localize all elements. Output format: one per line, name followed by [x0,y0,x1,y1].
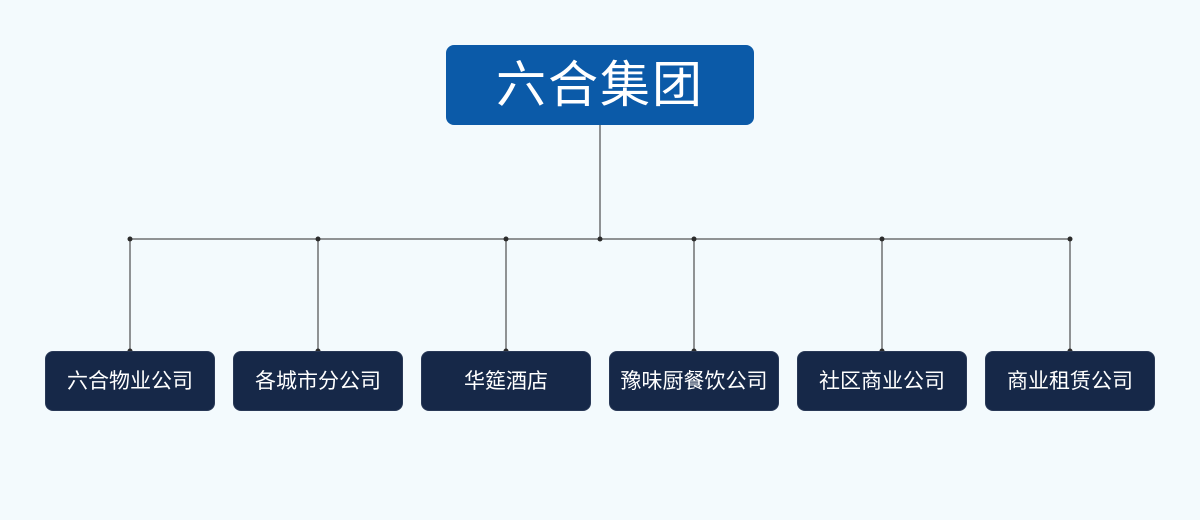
branch-top-dot [127,236,133,242]
child-node-huayan-hotel: 华筵酒店 [421,351,591,411]
branch-top-dot [1067,236,1073,242]
child-node-label: 六合物业公司 [67,368,193,393]
child-node-label: 豫味厨餐饮公司 [620,368,768,393]
child-node-city-branches: 各城市分公司 [233,351,403,411]
child-node-commercial-leasing: 商业租赁公司 [985,351,1155,411]
child-node-label: 各城市分公司 [255,368,381,393]
child-node-label: 社区商业公司 [819,368,945,393]
child-node-label: 华筵酒店 [464,368,548,393]
bus-junction-dot [597,236,603,242]
child-node-yuweichu-catering: 豫味厨餐饮公司 [609,351,779,411]
root-node-label: 六合集团 [496,56,704,114]
branch-top-dot [691,236,697,242]
branch-top-dot [879,236,885,242]
child-node-liuhe-property: 六合物业公司 [45,351,215,411]
root-node: 六合集团 [446,45,754,125]
child-node-label: 商业租赁公司 [1007,368,1133,393]
branch-top-dot [503,236,509,242]
child-node-community-commerce: 社区商业公司 [797,351,967,411]
branch-top-dot [315,236,321,242]
